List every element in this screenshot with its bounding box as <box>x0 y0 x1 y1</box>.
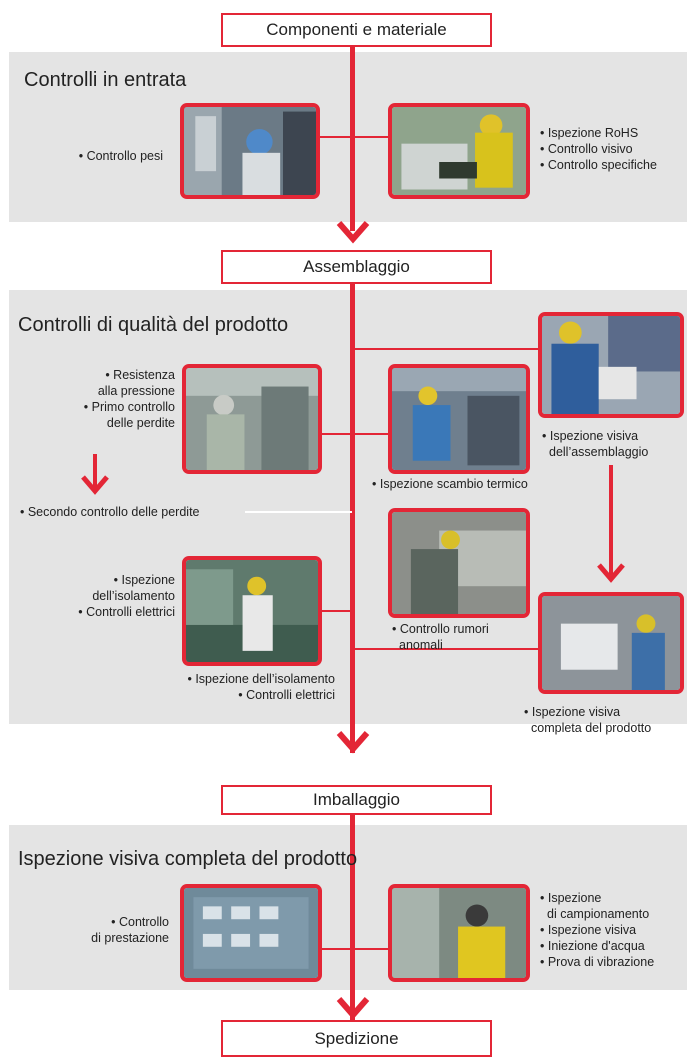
label-line: di campionamento <box>547 907 650 921</box>
full-visual-label: • Ispezione visiva completa del prodotto <box>524 704 651 736</box>
step-assembly: Assemblaggio <box>221 250 492 284</box>
flow-arrow-icon <box>336 221 370 244</box>
photo-weight-check <box>180 103 320 199</box>
down-arrow-icon <box>597 563 625 583</box>
pressure-test-label: • Resistenza alla pressione • Primo cont… <box>84 367 175 431</box>
label-line: • Controllo rumori <box>392 622 489 636</box>
photo-noise-check <box>388 508 530 618</box>
step-label: Imballaggio <box>313 790 400 809</box>
connector-line <box>320 948 390 950</box>
label-line: • Controlli elettrici <box>238 688 335 702</box>
label-line: • Ispezione visiva <box>542 429 639 443</box>
insulation-below-label: • Ispezione dell’isolamento • Controlli … <box>187 671 335 703</box>
connector-line <box>320 433 352 435</box>
sampling-inspection-label: • Ispezione di campionamento • Ispezione… <box>540 890 654 970</box>
label-line: • Primo controllo <box>83 400 175 414</box>
arrow-shaft <box>93 454 97 488</box>
step-shipping: Spedizione <box>221 1020 492 1057</box>
down-arrow-icon <box>81 475 109 495</box>
label-line: • Controllo pesi <box>78 149 163 163</box>
label-line: • Controllo specifiche <box>540 158 657 172</box>
main-flow-line <box>350 815 355 1020</box>
flow-arrow-icon <box>336 731 370 754</box>
photo-rohs-inspection <box>388 103 530 199</box>
assembly-visual-label: • Ispezione visiva dell’assemblaggio <box>542 428 648 460</box>
photo-performance-check <box>180 884 322 982</box>
section-title-incoming: Controlli in entrata <box>24 69 187 91</box>
second-leak-label: • Secondo controllo delle perdite <box>20 505 200 519</box>
step-packaging: Imballaggio <box>221 785 492 815</box>
connector-line <box>352 648 544 650</box>
label-line: • Controllo visivo <box>540 142 633 156</box>
photo-heat-exchange <box>388 364 530 474</box>
connector-line-white <box>245 511 352 513</box>
incoming-right-label: • Ispezione RoHS • Controllo visivo • Co… <box>540 125 657 173</box>
label-line: alla pressione <box>97 384 175 398</box>
label-line: • Ispezione <box>113 573 175 587</box>
label-line: • Resistenza <box>105 368 175 382</box>
connector-line <box>320 610 352 612</box>
photo-insulation-check <box>182 556 322 666</box>
arrow-shaft <box>609 465 613 575</box>
incoming-left-label: • Controllo pesi <box>79 148 163 164</box>
label-line: delle perdite <box>106 416 175 430</box>
label-line: • Ispezione <box>540 891 602 905</box>
step-label: Assemblaggio <box>303 257 410 276</box>
connector-line <box>352 348 544 350</box>
main-flow-line <box>350 46 355 231</box>
section-title-final: Ispezione visiva completa del prodotto <box>18 848 358 870</box>
label-line: • Iniezione d'acqua <box>540 939 645 953</box>
connector-line <box>352 433 392 435</box>
label-line: • Ispezione dell’isolamento <box>187 672 335 686</box>
photo-pressure-test <box>182 364 322 474</box>
performance-check-label: • Controllo di prestazione <box>91 914 169 946</box>
label-line: • Ispezione RoHS <box>540 126 639 140</box>
photo-sampling-inspection <box>388 884 530 982</box>
label-line: • Controlli elettrici <box>78 605 175 619</box>
step-label: Componenti e materiale <box>266 20 447 39</box>
step-label: Spedizione <box>314 1028 399 1048</box>
label-line: di prestazione <box>91 931 169 945</box>
flow-arrow-icon <box>336 997 370 1020</box>
main-flow-line <box>350 283 355 753</box>
label-line: dell’assemblaggio <box>549 445 649 459</box>
photo-full-visual <box>538 592 684 694</box>
heat-exchange-label: • Ispezione scambio termico <box>372 477 528 491</box>
label-line: • Ispezione visiva <box>540 923 637 937</box>
step-components: Componenti e materiale <box>221 13 492 47</box>
label-line: • Prova di vibrazione <box>540 955 655 969</box>
noise-check-label: • Controllo rumori anomali <box>392 621 489 653</box>
insulation-left-label: • Ispezione dell’isolamento • Controlli … <box>78 572 175 620</box>
label-line: dell’isolamento <box>92 589 175 603</box>
label-line: anomali <box>399 638 443 652</box>
section-title-quality: Controlli di qualità del prodotto <box>18 314 289 336</box>
final-inspection-panel <box>9 825 687 990</box>
photo-assembly-visual <box>538 312 684 418</box>
label-line: • Ispezione visiva <box>524 705 621 719</box>
label-line: • Controllo <box>111 915 169 929</box>
connector-line <box>318 136 390 138</box>
label-line: completa del prodotto <box>531 721 652 735</box>
